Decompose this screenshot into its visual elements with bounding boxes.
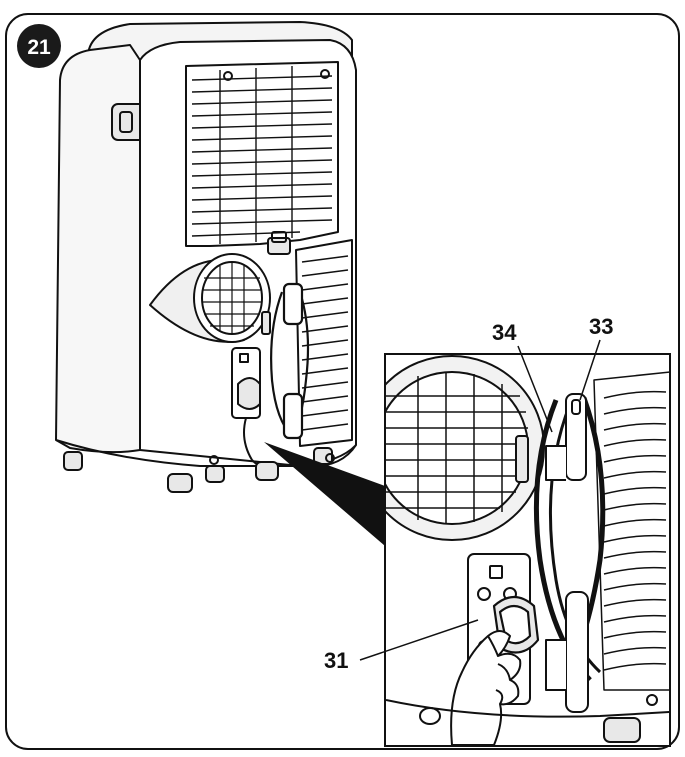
hose-clip-upper: [545, 393, 587, 481]
portable-air-conditioner-drawing: [55, 21, 357, 493]
callout-33-label: 33: [589, 314, 613, 339]
unit-hose: [270, 282, 310, 440]
callout-31: 31: [324, 619, 479, 673]
callout-34-label: 34: [492, 320, 517, 345]
detail-grille: [593, 371, 669, 691]
hose-clip-lower: [545, 591, 589, 713]
lower-grille: [301, 255, 349, 431]
callout-34: 34: [492, 320, 553, 433]
callout-33: 33: [579, 314, 613, 401]
center-knob: [267, 231, 291, 255]
hand-icon: [450, 630, 522, 745]
step-number: 21: [27, 36, 51, 59]
unit-drain-socket: [231, 347, 271, 470]
step-badge: 21: [17, 24, 61, 68]
callout-31-label: 31: [324, 648, 348, 673]
round-filter: [149, 253, 271, 343]
drain-cap-removal-detail-drawing: [384, 353, 671, 747]
zoom-indicator: [264, 442, 385, 546]
